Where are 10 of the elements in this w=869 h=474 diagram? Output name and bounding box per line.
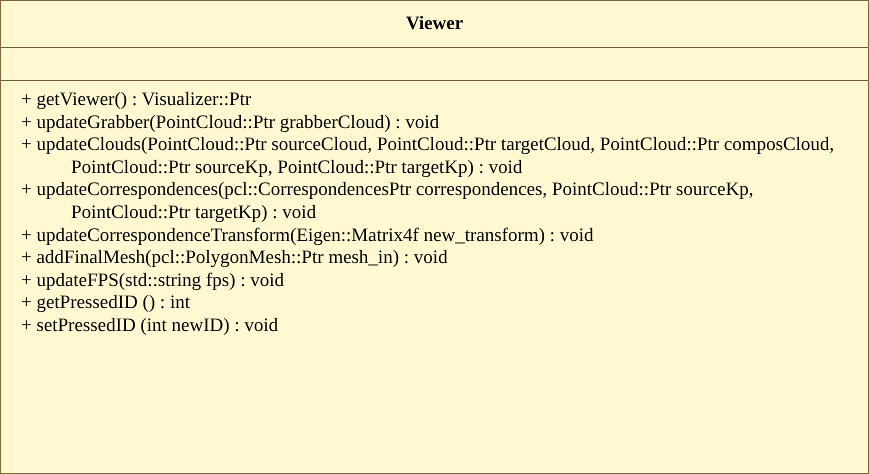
method-signature: + updateCorrespondenceTransform(Eigen::Matrix4f new_transform) : void — [20, 224, 594, 248]
method-signature: + updateGrabber(PointCloud::Ptr grabberCloud) : void — [20, 112, 440, 134]
method-signature: + updateCorrespondences(pcl::CorrespondencesPtr correspondences, PointCloud::Ptr sourceKp, PointCloud::Ptr targetKp) : void — [20, 179, 755, 225]
method-signature: + getViewer() : Visualizer::Ptr — [20, 89, 252, 112]
class-name: Viewer — [406, 13, 464, 35]
method-signature: + setPressedID (int newID) : void — [20, 314, 280, 338]
method-signature: + updateFPS(std::string fps) : void — [20, 270, 286, 292]
method-signature: + updateClouds(PointCloud::Ptr sourceCloud, PointCloud::Ptr targetCloud, PointCloud::Ptr composCloud, PointCloud::Ptr sourceKp, PointCloud::Ptr targetKp) : void — [20, 134, 836, 180]
method-signature: + addFinalMesh(pcl::PolygonMesh::Ptr mesh_in) : void — [20, 247, 449, 270]
method-signature: + getPressedID () : int — [20, 292, 192, 315]
